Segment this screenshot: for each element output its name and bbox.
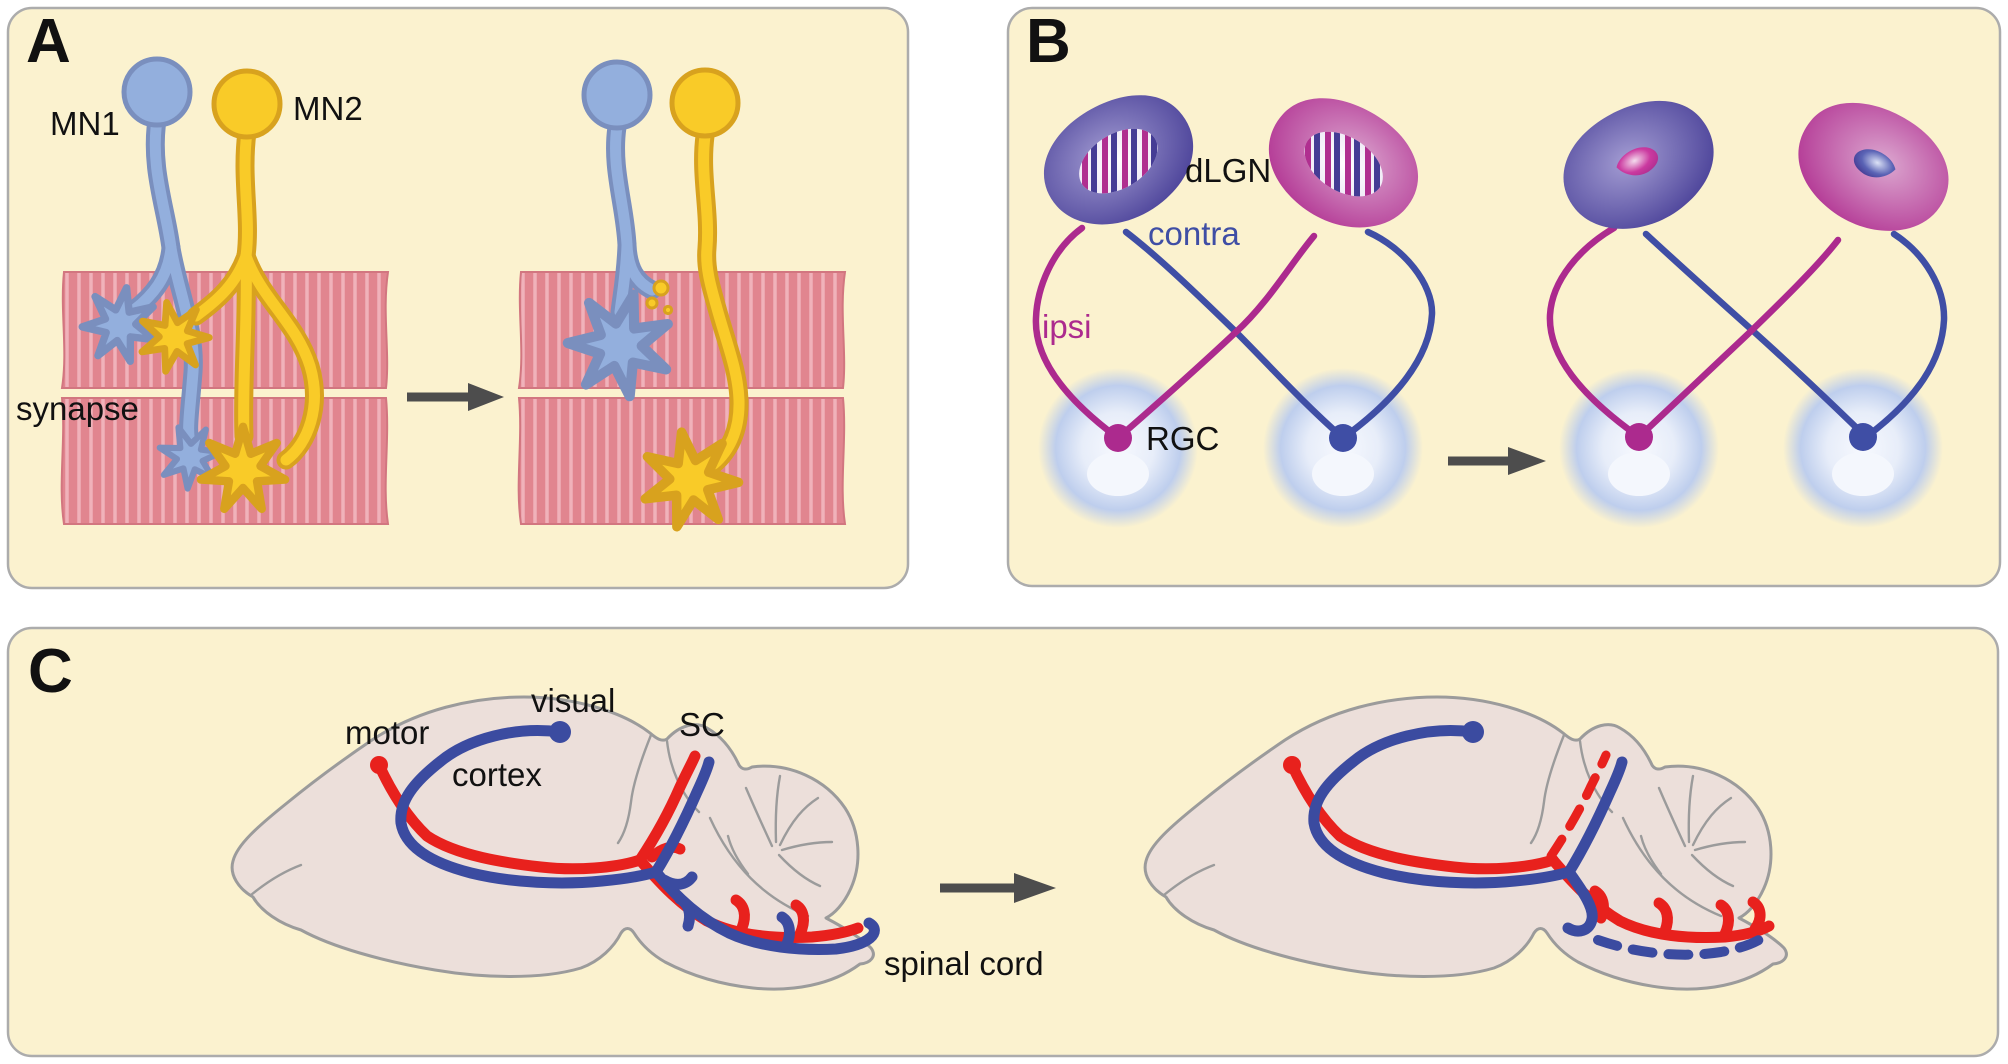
label-mn1: MN1 xyxy=(50,105,120,142)
rgc-dot-right xyxy=(1329,424,1357,452)
label-ipsi: ipsi xyxy=(1042,308,1092,345)
panel-c-letter: C xyxy=(28,637,73,706)
panel-a: A xyxy=(16,7,847,531)
panel-c: C xyxy=(28,637,1788,991)
rgc-dot-right-after xyxy=(1849,423,1877,451)
label-rgc: RGC xyxy=(1146,420,1219,457)
rgc-dot-left-after xyxy=(1625,423,1653,451)
rgc-projection-ipsi-right-eye-after xyxy=(1862,230,1948,441)
panel-b-frame xyxy=(1006,6,2002,588)
label-dlgn: dLGN xyxy=(1185,152,1271,189)
dlgn-right-before xyxy=(1245,72,1440,255)
rgc-dot-left xyxy=(1104,424,1132,452)
mn2-soma xyxy=(211,68,283,140)
motor-axon-sc-branch-before xyxy=(634,750,701,866)
panel-b: B xyxy=(1022,7,1970,528)
panel-b-letter: B xyxy=(1026,7,1071,76)
rgc-projection-contra-left-eye xyxy=(1114,232,1318,442)
rgc-projection-ipsi-left-eye-after xyxy=(1546,224,1643,441)
visual-axon-spinal-retracting xyxy=(1593,931,1770,960)
label-sc: SC xyxy=(679,706,725,743)
visual-axon-before xyxy=(395,721,880,955)
retraction-debris-yellow xyxy=(645,279,674,316)
label-motor: motor xyxy=(345,714,429,751)
motor-axon-sc-branch-retracting xyxy=(1546,750,1611,861)
mn2-soma-after xyxy=(669,67,741,139)
panel-a-letter: A xyxy=(26,7,71,76)
mn2-axon-after xyxy=(694,126,749,474)
arrow-right-icon-b xyxy=(1448,447,1546,475)
visual-axon-after xyxy=(1308,721,1628,937)
label-synapse: synapse xyxy=(16,390,139,427)
mn2-axon xyxy=(186,122,324,470)
arrow-right-icon-a xyxy=(407,383,504,411)
label-visual: visual xyxy=(531,682,615,719)
label-spinal-cord: spinal cord xyxy=(884,945,1044,982)
muscle-fiber-top-right xyxy=(517,271,847,389)
label-contra: contra xyxy=(1148,215,1240,252)
rgc-projection-ipsi-left-eye xyxy=(1032,224,1122,442)
dlgn-left-before xyxy=(1022,69,1217,252)
mn1-soma-after xyxy=(581,59,653,131)
label-mn2: MN2 xyxy=(293,90,363,127)
rgc-projection-contra-left-eye-after xyxy=(1635,236,1842,441)
label-cortex: cortex xyxy=(452,756,542,793)
rgc-projection-ipsi-right-eye xyxy=(1339,228,1436,442)
mn1-soma xyxy=(121,56,193,128)
arrow-right-icon-c xyxy=(940,873,1056,903)
